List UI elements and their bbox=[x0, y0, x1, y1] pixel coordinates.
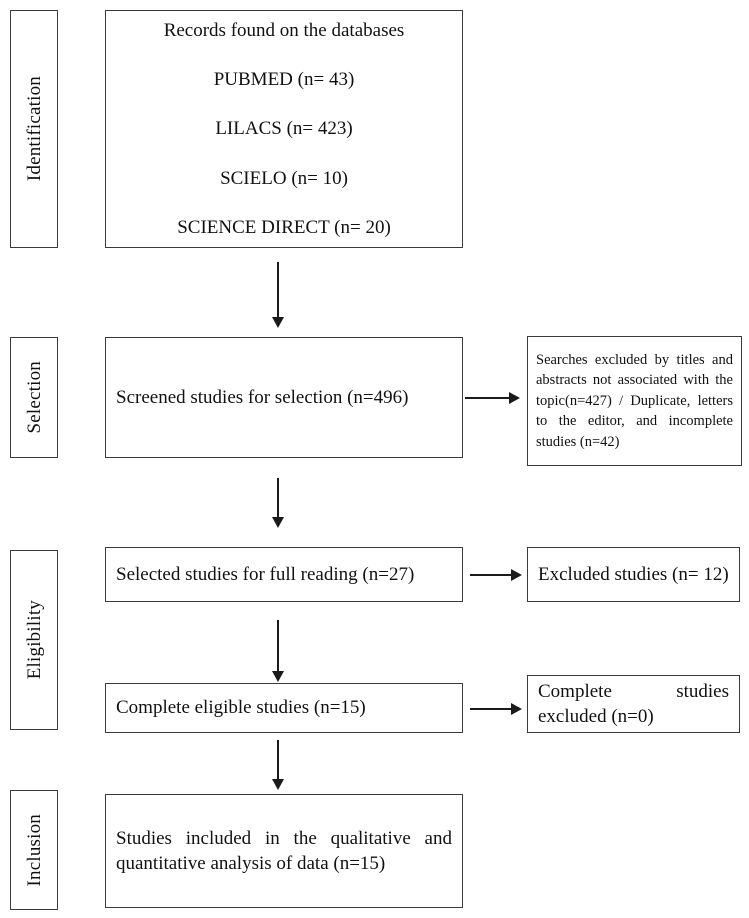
stage-label-eligibility-text: Eligibility bbox=[23, 600, 45, 680]
arrow-full-reading-to-excluded bbox=[470, 565, 522, 585]
arrow-full-reading-to-complete-eligible bbox=[268, 620, 288, 682]
box-complete-eligible-body: Complete eligible studies (n=15) bbox=[106, 695, 462, 720]
arrow-shaft bbox=[470, 574, 513, 576]
box-records-found-body: Records found on the databases PUBMED (n… bbox=[106, 18, 462, 239]
box-complete-studies-excluded: Complete studies excluded (n=0) bbox=[527, 675, 740, 733]
box-selected-studies-body: Selected studies for full reading (n=27) bbox=[106, 562, 462, 587]
box-complete-studies-excluded-body: Complete studies excluded (n=0) bbox=[528, 679, 739, 729]
stage-label-identification: Identification bbox=[10, 10, 58, 248]
arrow-head-right-icon bbox=[511, 703, 522, 715]
arrow-shaft bbox=[277, 478, 279, 517]
searches-excluded-text: Searches excluded by titles and abstract… bbox=[536, 351, 733, 450]
box-searches-excluded: Searches excluded by titles and abstract… bbox=[527, 336, 742, 466]
box-selected-studies-full-reading: Selected studies for full reading (n=27) bbox=[105, 547, 463, 602]
box-screened-studies: Screened studies for selection (n=496) bbox=[105, 337, 463, 458]
selected-studies-text: Selected studies for full reading (n=27) bbox=[116, 563, 415, 585]
complete-eligible-text: Complete eligible studies (n=15) bbox=[116, 697, 366, 719]
arrow-head-down-icon bbox=[272, 779, 284, 790]
box-complete-eligible-studies: Complete eligible studies (n=15) bbox=[105, 683, 463, 733]
records-found-scielo: SCIELO (n= 10) bbox=[220, 167, 348, 189]
arrow-head-down-icon bbox=[272, 671, 284, 682]
arrow-shaft bbox=[277, 620, 279, 671]
arrow-shaft bbox=[277, 740, 279, 779]
box-records-found: Records found on the databases PUBMED (n… bbox=[105, 10, 463, 248]
arrow-screened-to-full-reading bbox=[268, 478, 288, 528]
arrow-complete-eligible-to-included bbox=[268, 740, 288, 790]
arrow-complete-eligible-to-excluded bbox=[470, 699, 522, 719]
box-excluded-studies-body: Excluded studies (n= 12) bbox=[528, 562, 739, 587]
complete-studies-excluded-text: Complete studies excluded (n=0) bbox=[538, 680, 729, 727]
stage-label-selection: Selection bbox=[10, 337, 58, 458]
arrow-shaft bbox=[277, 262, 279, 317]
stage-label-selection-text: Selection bbox=[23, 361, 45, 434]
arrow-head-right-icon bbox=[511, 569, 522, 581]
records-found-heading: Records found on the databases bbox=[163, 20, 405, 42]
stage-label-inclusion: Inclusion bbox=[10, 790, 58, 910]
box-studies-included: Studies included in the qualitative and … bbox=[105, 794, 463, 908]
stage-label-eligibility: Eligibility bbox=[10, 550, 58, 730]
excluded-studies-text: Excluded studies (n= 12) bbox=[538, 563, 729, 585]
box-studies-included-body: Studies included in the qualitative and … bbox=[106, 826, 462, 876]
stage-label-inclusion-text: Inclusion bbox=[23, 813, 45, 887]
box-screened-studies-body: Screened studies for selection (n=496) bbox=[106, 385, 462, 410]
arrow-identification-to-screened bbox=[268, 262, 288, 328]
records-found-sciencedirect: SCIENCE DIRECT (n= 20) bbox=[177, 216, 391, 238]
arrow-screened-to-excluded bbox=[465, 388, 520, 408]
arrow-head-right-icon bbox=[509, 392, 520, 404]
studies-included-text: Studies included in the qualitative and … bbox=[116, 827, 452, 874]
stage-label-identification-text: Identification bbox=[23, 76, 45, 182]
box-excluded-studies: Excluded studies (n= 12) bbox=[527, 547, 740, 602]
arrow-shaft bbox=[470, 708, 513, 710]
arrow-head-down-icon bbox=[272, 317, 284, 328]
screened-studies-text: Screened studies for selection (n=496) bbox=[116, 386, 409, 408]
arrow-head-down-icon bbox=[272, 517, 284, 528]
arrow-shaft bbox=[465, 397, 511, 399]
records-found-lilacs: LILACS (n= 423) bbox=[215, 118, 353, 140]
records-found-pubmed: PUBMED (n= 43) bbox=[213, 69, 355, 91]
box-searches-excluded-body: Searches excluded by titles and abstract… bbox=[528, 350, 741, 453]
